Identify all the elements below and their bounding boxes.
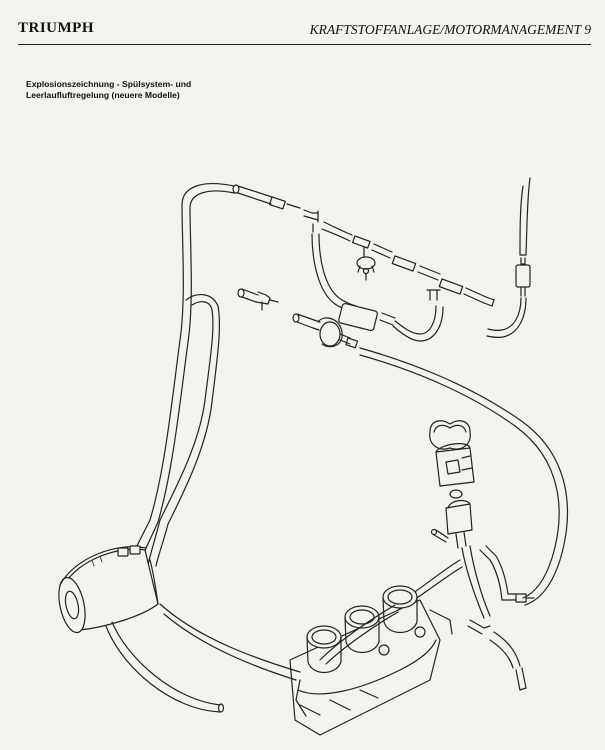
caption-line-1: Explosionszeichnung - Spülsystem- und (26, 79, 192, 89)
section-title: KRAFTSTOFFANLAGE/MOTORMANAGEMENT 9 (309, 22, 591, 37)
caption-line-2: Leerlaufluftregelung (neuere Modelle) (26, 90, 180, 100)
charcoal-canister (58, 545, 159, 634)
hoses-to-canister (127, 294, 221, 567)
idle-air-control-valve (429, 420, 475, 549)
upper-hose-chain (237, 185, 495, 307)
page-header: TRIUMPH KRAFTSTOFFANLAGE/MOTORMANAGEMENT… (18, 14, 591, 45)
purge-hose-u-loop (311, 233, 444, 342)
hose-canister-to-throttle (159, 603, 399, 681)
purge-valve-tee (356, 246, 376, 281)
hose-upper-left-loop (149, 183, 240, 523)
canister-drain-hose (105, 621, 225, 713)
hose-right-long (359, 347, 569, 606)
purge-solenoid-valve (292, 313, 359, 349)
connector-left (237, 288, 279, 311)
hose-right-vertical (486, 177, 531, 339)
brand-logo: TRIUMPH (18, 20, 94, 36)
figure-caption: Explosionszeichnung - Spülsystem- und Le… (26, 79, 306, 101)
throttle-body-assembly (289, 585, 453, 736)
